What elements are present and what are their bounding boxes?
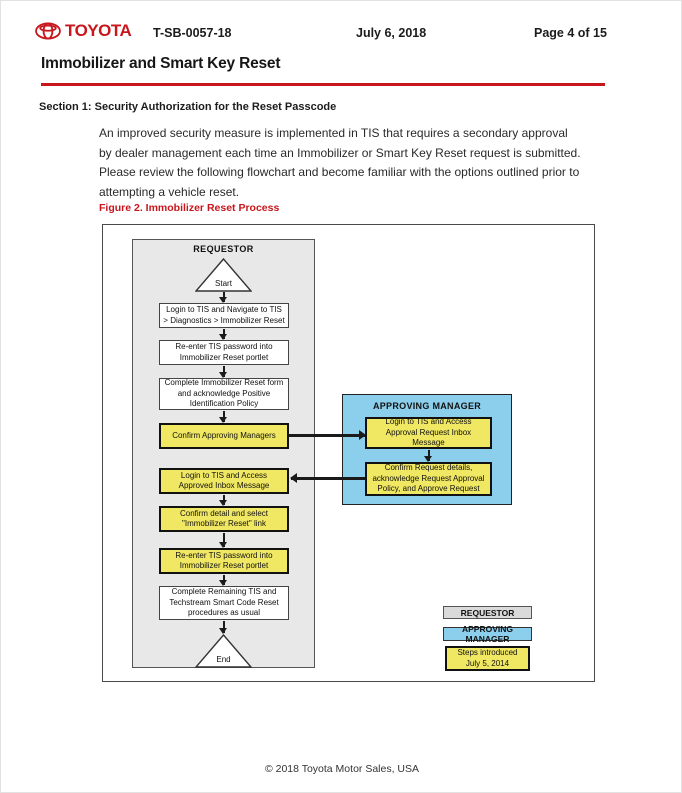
- toyota-logo-text: TOYOTA: [65, 21, 132, 40]
- flow-arrow-down: [219, 621, 227, 634]
- step-login-navigate: Login to TIS and Navigate to TIS > Diagn…: [159, 303, 289, 328]
- flow-arrow-down: [219, 575, 227, 586]
- flow-arrow-down: [219, 292, 227, 303]
- step-complete-form: Complete Immobilizer Reset form and ackn…: [159, 378, 289, 410]
- end-terminal: End: [194, 633, 253, 668]
- step-reenter-password-1: Re-enter TIS password into Immobilizer R…: [159, 340, 289, 365]
- start-label: Start: [215, 279, 232, 288]
- flow-arrow-down: [219, 533, 227, 548]
- legend-steps-introduced: Steps introduced July 5, 2014: [445, 646, 530, 671]
- bulletin-date: July 6, 2018: [356, 26, 427, 40]
- copyright-notice: © 2018 Toyota Motor Sales, USA: [264, 763, 420, 775]
- document-title: Immobilizer and Smart Key Reset: [41, 55, 281, 72]
- page-indicator: Page 4 of 15: [534, 26, 607, 40]
- legend-requestor: REQUESTOR: [443, 606, 532, 619]
- legend-steps-line2: July 5, 2014: [465, 658, 510, 668]
- flow-arrow-down: [219, 495, 227, 506]
- requestor-lane-title: REQUESTOR: [193, 244, 254, 254]
- arrow-to-requestor: [290, 473, 365, 482]
- flow-arrow-down: [219, 366, 227, 378]
- approving-manager-title: APPROVING MANAGER: [372, 401, 482, 411]
- flow-arrow-down: [219, 411, 227, 423]
- end-label: End: [216, 655, 231, 664]
- legend-approving-manager: APPROVING MANAGER: [443, 624, 532, 644]
- flowchart-figure: REQUESTOR Start Login to TIS and Navigat…: [102, 224, 595, 682]
- bulletin-number: T-SB-0057-18: [153, 26, 232, 40]
- legend-steps-line1: Steps introduced: [457, 648, 518, 658]
- step-confirm-detail-link: Confirm detail and select "Immobilizer R…: [159, 506, 289, 532]
- step-confirm-managers: Confirm Approving Managers: [159, 423, 289, 449]
- start-terminal: Start: [194, 257, 253, 292]
- title-divider: [41, 83, 605, 86]
- toyota-emblem-icon: [35, 22, 61, 40]
- manager-step-approve-request: Confirm Request details, acknowledge Req…: [365, 462, 492, 496]
- arrow-to-manager: [289, 430, 366, 439]
- step-access-approved-inbox: Login to TIS and Access Approved Inbox M…: [159, 468, 289, 494]
- step-reenter-password-2: Re-enter TIS password into Immobilizer R…: [159, 548, 289, 574]
- flow-arrow-down: [219, 329, 227, 340]
- flow-arrow-down: [424, 450, 432, 462]
- body-paragraph: An improved security measure is implemen…: [99, 126, 581, 200]
- figure-caption: Figure 2. Immobilizer Reset Process: [99, 202, 280, 214]
- manager-step-access-inbox: Login to TIS and Access Approval Request…: [365, 417, 492, 449]
- toyota-logo: TOYOTA: [35, 21, 132, 41]
- step-complete-remaining: Complete Remaining TIS and Techstream Sm…: [159, 586, 289, 620]
- section-heading: Section 1: Security Authorization for th…: [39, 101, 337, 113]
